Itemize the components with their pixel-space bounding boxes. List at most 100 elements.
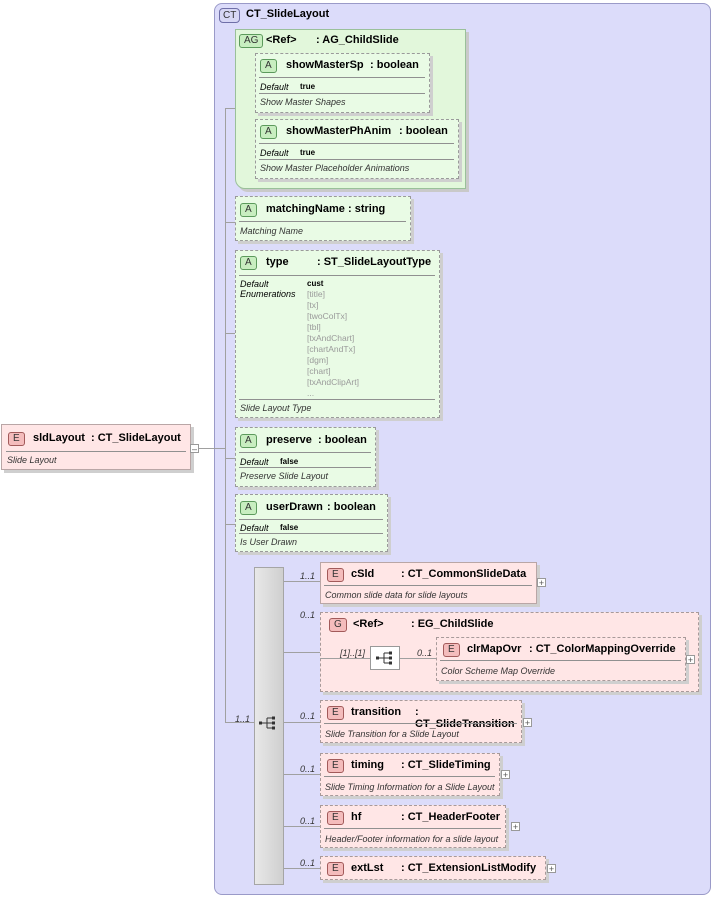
default-value: false [280, 523, 299, 532]
attr-spine [225, 108, 226, 722]
seq-child-link [284, 722, 320, 723]
default-label: Default [240, 523, 269, 533]
sequence-cardinality: 1..1 [235, 714, 251, 724]
default-value: true [300, 82, 316, 91]
element-cardinality: 0..1 [300, 764, 316, 774]
attribute-name: showMasterSp [286, 59, 364, 71]
group-type: : EG_ChildSlide [411, 618, 494, 630]
enum-item: [txAndChart] [307, 333, 355, 343]
attribute-doc: Matching Name [240, 226, 304, 236]
sequence-icon [376, 651, 392, 665]
default-label: Default [260, 82, 289, 92]
expand-icon[interactable]: + [537, 578, 546, 588]
element-doc: Slide Transition for a Slide Layout [325, 729, 459, 739]
attribute-preserve[interactable]: A preserve : boolean Default false Prese… [235, 427, 376, 487]
enum-item: [txAndClipArt] [307, 377, 359, 387]
seq-child-link [284, 652, 320, 653]
expand-icon[interactable]: + [501, 770, 510, 780]
attribute-group-type: : AG_ChildSlide [316, 34, 399, 46]
expand-icon[interactable]: + [547, 864, 556, 874]
attribute-badge: A [240, 501, 257, 515]
element-type: : CT_SlideTiming [401, 759, 491, 771]
element-cardinality: 0..1 [300, 711, 316, 721]
element-badge: E [443, 643, 460, 657]
element-name: extLst [351, 862, 384, 874]
attribute-name: showMasterPhAnim [286, 125, 392, 137]
attribute-showmastersp[interactable]: A showMasterSp : boolean Default true Sh… [255, 53, 430, 113]
expand-icon[interactable]: + [511, 822, 520, 832]
group-ref: <Ref> [353, 618, 384, 630]
attribute-doc: Slide Layout Type [240, 403, 312, 413]
enum-item: [twoColTx] [307, 311, 348, 321]
root-element-name: sldLayout [33, 432, 85, 444]
attribute-badge: A [240, 434, 257, 448]
seq-child-link [284, 774, 320, 775]
enum-item: [title] [307, 289, 325, 299]
root-collapse-icon[interactable]: – [190, 444, 199, 454]
enum-item: [tbl] [307, 322, 321, 332]
default-value: true [300, 148, 316, 157]
enumeration-list: [title] [tx] [twoColTx] [tbl] [txAndChar… [307, 289, 359, 399]
element-type: : CT_ExtensionListModify [401, 862, 537, 874]
attribute-type-box[interactable]: A type : ST_SlideLayoutType Default cust… [235, 250, 440, 418]
enum-item: ... [307, 388, 315, 398]
root-element-doc: Slide Layout [7, 455, 57, 465]
element-transition[interactable]: E transition : CT_SlideTransition Slide … [320, 700, 522, 743]
sequence-compositor[interactable] [254, 567, 284, 885]
element-clrmapovr[interactable]: E clrMapOvr : CT_ColorMappingOverride Co… [436, 637, 686, 681]
attribute-type: : boolean [370, 59, 419, 71]
element-doc: Slide Timing Information for a Slide Lay… [325, 782, 495, 792]
element-extlst[interactable]: E extLst : CT_ExtensionListModify [320, 856, 546, 880]
attr-link-ag [225, 108, 236, 109]
element-doc: Header/Footer information for a slide la… [325, 834, 499, 844]
attribute-doc: Is User Drawn [240, 537, 298, 547]
group-inner-link [320, 658, 370, 659]
expand-icon[interactable]: + [523, 718, 532, 728]
element-type: : CT_SlideTransition [415, 706, 515, 730]
attr-link-userdrawn [225, 524, 236, 525]
default-label: Default [260, 148, 289, 158]
complex-type-badge: CT [219, 8, 241, 23]
element-name: hf [351, 811, 362, 823]
root-element-box[interactable]: E sldLayout : CT_SlideLayout Slide Layou… [1, 424, 191, 470]
element-csld[interactable]: E cSld : CT_CommonSlideData Common slide… [320, 562, 537, 604]
attribute-badge: A [260, 59, 277, 73]
element-name: clrMapOvr [467, 643, 522, 655]
attribute-badge: A [260, 125, 277, 139]
enum-item: [dgm] [307, 355, 329, 365]
seq-link [225, 722, 255, 723]
attribute-name: preserve [266, 434, 312, 446]
element-name: cSld [351, 568, 375, 580]
attribute-doc: Show Master Shapes [260, 97, 346, 107]
attribute-type: : boolean [318, 434, 367, 446]
attribute-matchingname[interactable]: A matchingName : string Matching Name [235, 196, 411, 241]
attribute-type: : ST_SlideLayoutType [317, 256, 432, 268]
expand-icon[interactable]: + [686, 655, 695, 665]
attribute-badge: A [240, 203, 257, 217]
element-cardinality: 1..1 [300, 571, 316, 581]
attribute-showmasterphanim[interactable]: A showMasterPhAnim : boolean Default tru… [255, 119, 459, 179]
group-cardinality: 0..1 [300, 610, 316, 620]
sequence-icon [259, 716, 275, 730]
group-inner-cardinality: [1]..[1] [340, 648, 366, 658]
attribute-type: : string [348, 203, 386, 215]
seq-child-link [284, 868, 320, 869]
attribute-doc: Preserve Slide Layout [240, 471, 329, 481]
element-timing[interactable]: E timing : CT_SlideTiming Slide Timing I… [320, 753, 500, 796]
attribute-doc: Show Master Placeholder Animations [260, 163, 410, 173]
attribute-group-badge: AG [239, 34, 264, 48]
group-badge: G [329, 618, 347, 632]
root-connector [190, 448, 226, 449]
attribute-type: : boolean [399, 125, 448, 137]
element-badge: E [327, 759, 344, 773]
element-badge: E [327, 862, 344, 876]
default-value: false [280, 457, 299, 466]
attribute-userdrawn[interactable]: A userDrawn : boolean Default false Is U… [235, 494, 388, 552]
element-cardinality: 0..1 [417, 648, 433, 658]
element-doc: Common slide data for slide layouts [325, 590, 468, 600]
enum-item: [tx] [307, 300, 319, 310]
attr-link-matching [225, 222, 236, 223]
element-hf[interactable]: E hf : CT_HeaderFooter Header/Footer inf… [320, 805, 506, 848]
default-value: cust [307, 279, 324, 288]
attribute-type: : boolean [327, 501, 376, 513]
